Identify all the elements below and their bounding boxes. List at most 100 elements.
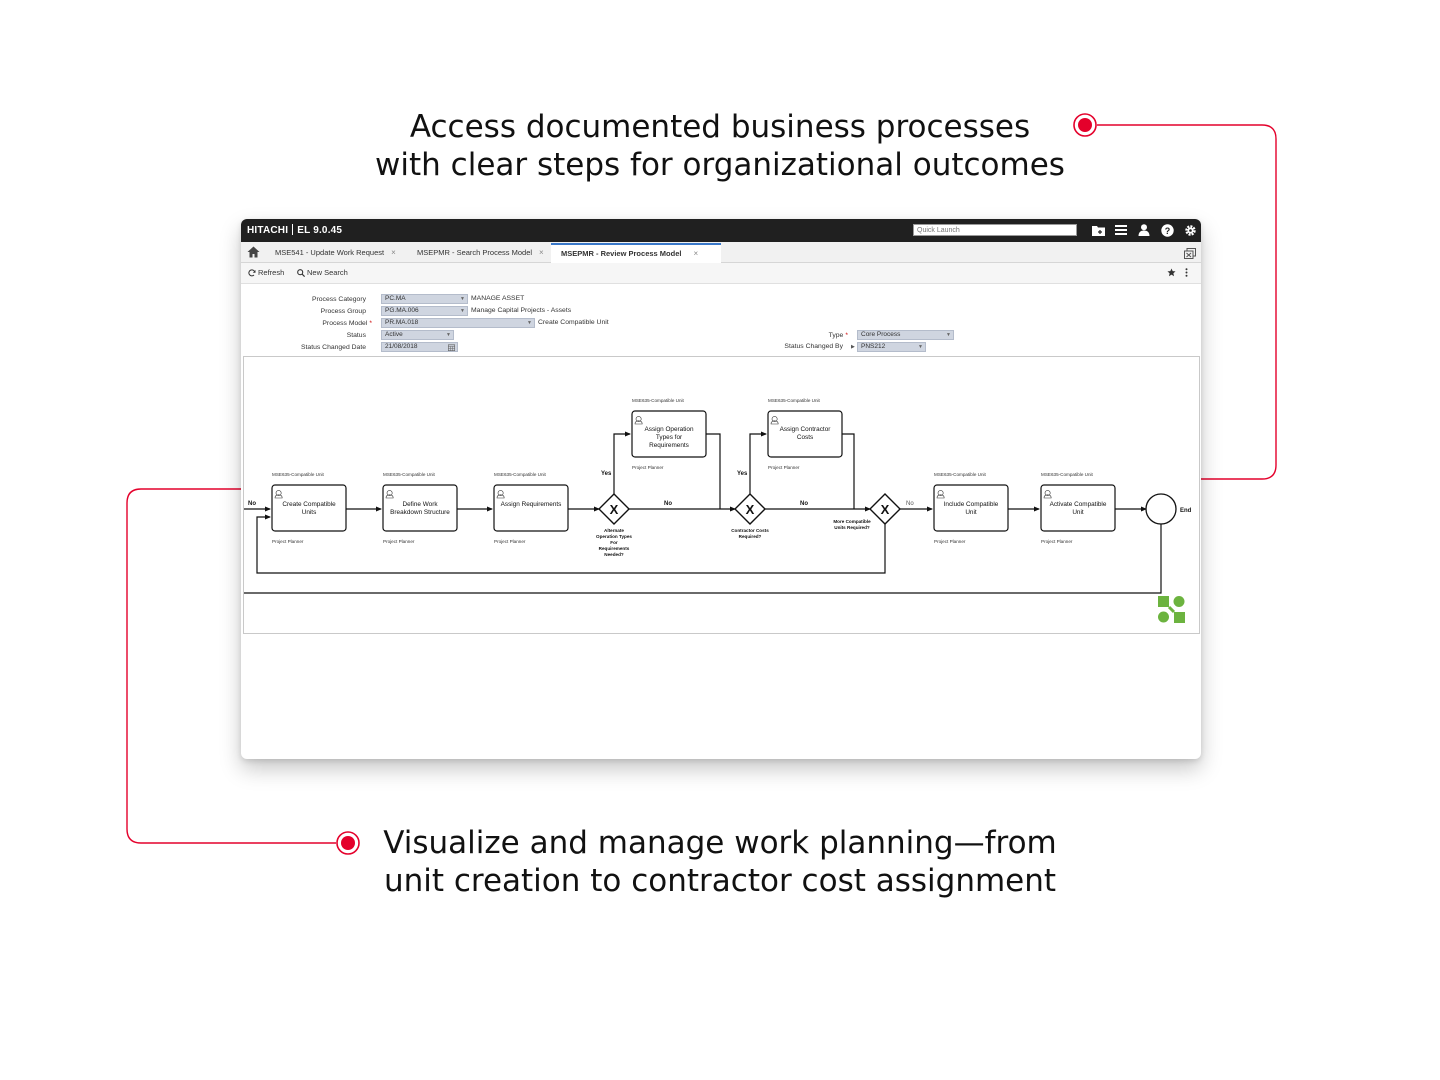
status-changed-date-field[interactable]: 21/08/2018 xyxy=(381,342,458,352)
task-include-compatible-unit[interactable]: Include Compatible Unit MSE635-Compatibl… xyxy=(933,472,1009,544)
process-category-label: Process Category xyxy=(311,296,366,303)
gear-icon[interactable] xyxy=(1183,223,1197,237)
svg-text:Project Planner: Project Planner xyxy=(1041,539,1073,544)
svg-text:MSE635-Compatible Unit: MSE635-Compatible Unit xyxy=(383,472,436,477)
tab-search-process-model[interactable]: MSEPMR - Search Process Model× xyxy=(417,248,544,257)
type-field[interactable]: Core Process▼ xyxy=(857,330,954,340)
start-label: No xyxy=(248,501,256,507)
chevron-down-icon: ▼ xyxy=(460,308,465,314)
end-label: End xyxy=(1180,508,1192,514)
user-task-icon xyxy=(274,490,283,499)
user-icon[interactable] xyxy=(1137,223,1151,237)
connector-top-line xyxy=(1097,124,1277,480)
status-changed-by-field[interactable]: PNS212▼ xyxy=(857,342,926,352)
svg-text:Yes: Yes xyxy=(737,471,748,477)
process-group-label: Process Group xyxy=(320,308,366,315)
svg-text:Project Planner: Project Planner xyxy=(632,465,664,470)
gateway-contractor-costs[interactable]: X Contractor Costs Required? Yes No xyxy=(731,471,808,539)
help-icon[interactable]: ? xyxy=(1160,223,1174,237)
chevron-right-icon[interactable]: ▶ xyxy=(851,344,855,350)
refresh-button[interactable]: Refresh xyxy=(248,268,284,277)
flow-lane-bottom xyxy=(244,524,1162,594)
flow-task4-out xyxy=(706,433,721,509)
top-bar: HITACHI EL 9.0.45 Quick Launch ? xyxy=(241,219,1201,242)
user-task-icon xyxy=(936,490,945,499)
svg-text:Operation Types: Operation Types xyxy=(596,534,632,539)
end-event[interactable] xyxy=(1145,493,1177,525)
type-label: Type* xyxy=(828,332,848,339)
tab-review-process-model[interactable]: MSEPMR - Review Process Model× xyxy=(551,243,721,264)
app-version: EL 9.0.45 xyxy=(297,225,343,236)
calendar-icon[interactable] xyxy=(448,344,455,351)
task-define-work-breakdown-structure[interactable]: Define Work Breakdown Structure MSE635-C… xyxy=(382,472,458,544)
svg-text:No: No xyxy=(664,501,672,507)
svg-text:Assign Requirements: Assign Requirements xyxy=(501,501,562,508)
svg-text:Project Planner: Project Planner xyxy=(768,465,800,470)
gateway-more-compatible-units[interactable]: X More Compatible Units Required? No xyxy=(833,493,914,530)
task-activate-compatible-unit[interactable]: Activate Compatible Unit MSE635-Compatib… xyxy=(1040,472,1116,544)
process-model-label: Process Model* xyxy=(322,320,372,327)
tab-close-icon[interactable]: × xyxy=(693,249,699,258)
connector-bottom-line xyxy=(126,488,336,844)
chevron-down-icon: ▼ xyxy=(446,332,451,338)
task-assign-operation-types[interactable]: Assign Operation Types for Requirements … xyxy=(631,398,707,470)
connector-bottom-marker-dot xyxy=(341,836,355,850)
svg-text:For: For xyxy=(610,540,618,545)
refresh-icon xyxy=(248,268,256,276)
svg-text:MSE635-Compatible Unit: MSE635-Compatible Unit xyxy=(494,472,547,477)
brand-logo-text: HITACHI xyxy=(247,225,289,236)
svg-text:Define Work: Define Work xyxy=(402,501,438,508)
svg-text:Unit: Unit xyxy=(965,509,977,516)
user-task-icon xyxy=(496,490,505,499)
tab-bar: MSE541 - Update Work Request× MSEPMR - S… xyxy=(241,242,1201,264)
quick-launch-input[interactable]: Quick Launch xyxy=(913,224,1077,236)
svg-text:Project Planner: Project Planner xyxy=(272,539,304,544)
svg-text:Create Compatible: Create Compatible xyxy=(282,501,336,508)
flow-gw1-yes xyxy=(613,431,631,494)
menu-icon[interactable] xyxy=(1114,223,1128,237)
process-model-field[interactable]: PR.MA.018▼ xyxy=(381,318,535,328)
task-assign-contractor-costs[interactable]: Assign Contractor Costs MSE635-Compatibl… xyxy=(767,398,843,470)
chevron-down-icon: ▼ xyxy=(946,332,951,338)
svg-text:Types for: Types for xyxy=(656,434,683,441)
task-assign-requirements[interactable]: Assign Requirements MSE635-Compatible Un… xyxy=(493,472,569,544)
svg-text:MSE635-Compatible Unit: MSE635-Compatible Unit xyxy=(1041,472,1094,477)
gateway-alternate-operation-types[interactable]: X Alternate Operation Types For Requirem… xyxy=(596,471,672,557)
process-header-form: Process Category PC.MA▼ MANAGE ASSET Pro… xyxy=(241,291,1201,361)
tab-close-icon[interactable]: × xyxy=(391,248,396,257)
svg-text:Costs: Costs xyxy=(797,434,813,441)
callout-top: Access documented business processes wit… xyxy=(360,108,1080,184)
status-field[interactable]: Active▼ xyxy=(381,330,454,340)
callout-top-line1: Access documented business processes xyxy=(409,109,1031,145)
star-icon[interactable] xyxy=(1167,268,1176,277)
home-icon[interactable] xyxy=(247,245,261,259)
more-options-icon[interactable] xyxy=(1185,268,1188,277)
tab-close-icon[interactable]: × xyxy=(539,248,544,257)
svg-text:Requirements: Requirements xyxy=(649,442,689,449)
task-create-compatible-units[interactable]: Create Compatible Units MSE635-Compatibl… xyxy=(271,472,347,544)
search-icon xyxy=(297,268,305,277)
process-group-description: Manage Capital Projects - Assets xyxy=(471,307,572,314)
svg-text:Assign Contractor: Assign Contractor xyxy=(780,426,832,433)
tab-update-work-request[interactable]: MSE541 - Update Work Request× xyxy=(275,248,396,257)
svg-text:Activate Compatible: Activate Compatible xyxy=(1050,501,1107,508)
process-group-field[interactable]: PG.MA.006▼ xyxy=(381,306,468,316)
close-all-tabs-icon[interactable] xyxy=(1184,246,1197,259)
folder-icon[interactable] xyxy=(1091,223,1105,237)
svg-text:Unit: Unit xyxy=(1072,509,1084,516)
process-logo-icon xyxy=(1158,596,1185,623)
process-diagram: Create Compatible Units MSE635-Compatibl… xyxy=(244,398,1192,623)
chevron-down-icon: ▼ xyxy=(460,296,465,302)
process-category-field[interactable]: PC.MA▼ xyxy=(381,294,468,304)
user-task-icon xyxy=(385,490,394,499)
chevron-down-icon: ▼ xyxy=(527,320,532,326)
new-search-button[interactable]: New Search xyxy=(297,268,348,277)
callout-bottom-line1: Visualize and manage work planning—from xyxy=(383,825,1057,861)
connector-top-marker-dot xyxy=(1078,118,1092,132)
callout-bottom-line2: unit creation to contractor cost assignm… xyxy=(383,863,1057,899)
callout-bottom: Visualize and manage work planning—from … xyxy=(360,824,1080,900)
svg-text:More Compatible: More Compatible xyxy=(833,519,871,524)
svg-text:MSE635-Compatible Unit: MSE635-Compatible Unit xyxy=(768,398,821,403)
user-task-icon xyxy=(634,416,643,425)
